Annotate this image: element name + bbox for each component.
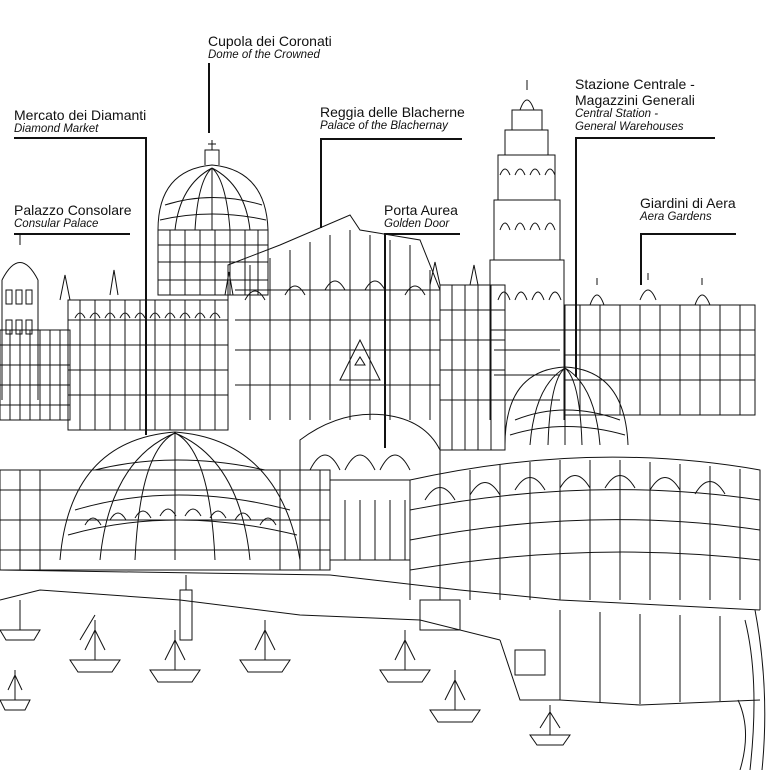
label-cupola-english: Dome of the Crowned — [208, 49, 320, 62]
palazzo-leader-h — [14, 233, 130, 235]
cupola-leader-line — [208, 63, 210, 133]
market-dome-drawing — [59, 431, 301, 561]
label-mercato-english: Diamond Market — [14, 123, 99, 136]
station-dome-drawing — [504, 366, 629, 446]
label-mercato: Mercato dei Diamanti Diamond Market — [14, 107, 146, 136]
station-tower-drawing — [489, 80, 565, 420]
stazione-leader-h — [575, 137, 715, 139]
consular-palace-drawing — [0, 329, 71, 421]
label-giardini-italian: Giardini di Aera — [640, 195, 736, 211]
label-palazzo-english: Consular Palace — [14, 218, 99, 231]
mercato-block-drawing — [67, 299, 229, 431]
label-reggia: Reggia delle Blacherne Palace of the Bla… — [320, 104, 465, 133]
palace-blachernay-drawing — [227, 214, 441, 420]
label-cupola: Cupola dei Coronati Dome of the Crowned — [208, 33, 332, 62]
mid-right-block-drawing — [439, 284, 506, 451]
label-stazione-english-line1: Central Station - — [575, 108, 659, 121]
left-spires-drawing — [59, 261, 479, 301]
label-porta: Porta Aurea Golden Door — [384, 202, 458, 231]
label-stazione-italian-line1: Stazione Centrale - — [575, 76, 695, 92]
label-porta-italian: Porta Aurea — [384, 202, 458, 218]
right-arcade-drawing — [409, 456, 761, 610]
mercato-leader-v — [145, 137, 147, 435]
label-reggia-italian: Reggia delle Blacherne — [320, 104, 465, 120]
reggia-leader-h — [320, 138, 462, 140]
label-stazione-italian-line2: Magazzini Generali — [575, 92, 695, 109]
cupola-dome-drawing — [157, 140, 269, 296]
label-stazione: Stazione Centrale - Magazzini Generali C… — [575, 76, 695, 135]
mercato-leader-h — [14, 137, 146, 139]
lower-left-arcade-drawing — [0, 469, 331, 571]
label-porta-english: Golden Door — [384, 218, 450, 231]
label-reggia-english: Palace of the Blachernay — [320, 120, 448, 133]
reggia-leader-v — [320, 138, 322, 228]
stazione-leader-v — [575, 137, 577, 377]
label-palazzo-italian: Palazzo Consolare — [14, 202, 132, 218]
label-stazione-english-line2: General Warehouses — [575, 121, 684, 134]
porta-leader-h — [384, 233, 460, 235]
ships-drawing — [0, 600, 571, 746]
label-giardini: Giardini di Aera Aera Gardens — [640, 195, 736, 224]
label-palazzo: Palazzo Consolare Consular Palace — [14, 202, 132, 231]
right-edge-vegetation-drawing — [737, 609, 766, 771]
quay-wall-drawing — [0, 569, 761, 706]
label-giardini-english: Aera Gardens — [640, 211, 712, 224]
label-mercato-italian: Mercato dei Diamanti — [14, 107, 147, 123]
porta-leader-v — [384, 233, 386, 448]
right-buildings-drawing — [564, 273, 756, 416]
label-cupola-italian: Cupola dei Coronati — [208, 33, 332, 49]
giardini-leader-h — [640, 233, 736, 235]
giardini-leader-v — [640, 233, 642, 285]
left-tower-drawing — [1, 235, 39, 400]
